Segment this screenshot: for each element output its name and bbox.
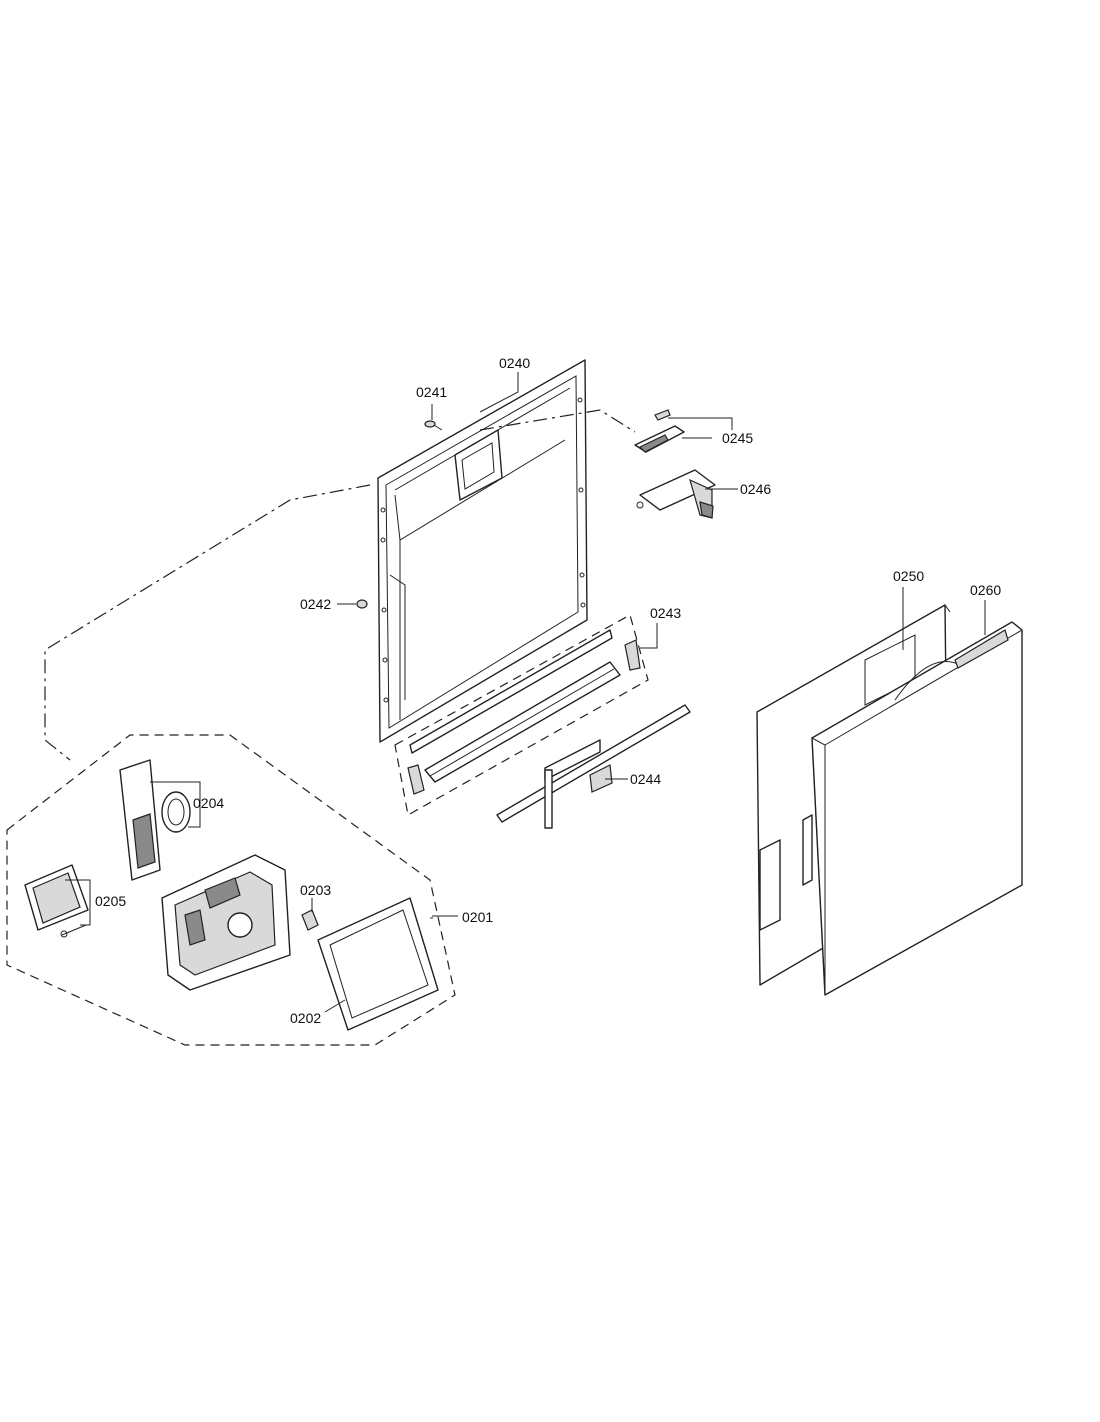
label-0260: 0260	[970, 582, 1001, 598]
latch-clip[interactable]	[634, 409, 685, 453]
label-0241: 0241	[416, 384, 447, 400]
label-0202: 0202	[290, 1010, 321, 1026]
bottom-rail[interactable]	[496, 704, 691, 829]
label-0240: 0240	[499, 355, 530, 371]
leader-lines	[65, 372, 986, 1013]
inner-door-panel[interactable]	[377, 359, 588, 743]
label-0245: 0245	[722, 430, 753, 446]
label-0203: 0203	[300, 882, 331, 898]
top-screw[interactable]	[424, 420, 443, 431]
label-0244: 0244	[630, 771, 661, 787]
label-0242: 0242	[300, 596, 331, 612]
latch-bracket[interactable]	[636, 469, 716, 519]
outer-panel[interactable]	[802, 621, 1023, 996]
dispenser-gasket[interactable]	[317, 897, 439, 1031]
control-module[interactable]	[24, 864, 89, 938]
label-0201: 0201	[462, 909, 493, 925]
dispenser-knob[interactable]	[301, 909, 319, 931]
label-0204: 0204	[193, 795, 224, 811]
dispenser-body[interactable]	[161, 854, 291, 991]
rinse-aid-cap[interactable]	[119, 759, 191, 881]
label-0250: 0250	[893, 568, 924, 584]
label-0246: 0246	[740, 481, 771, 497]
label-0205: 0205	[95, 893, 126, 909]
label-0243: 0243	[650, 605, 681, 621]
hinge-rails[interactable]	[407, 629, 641, 795]
